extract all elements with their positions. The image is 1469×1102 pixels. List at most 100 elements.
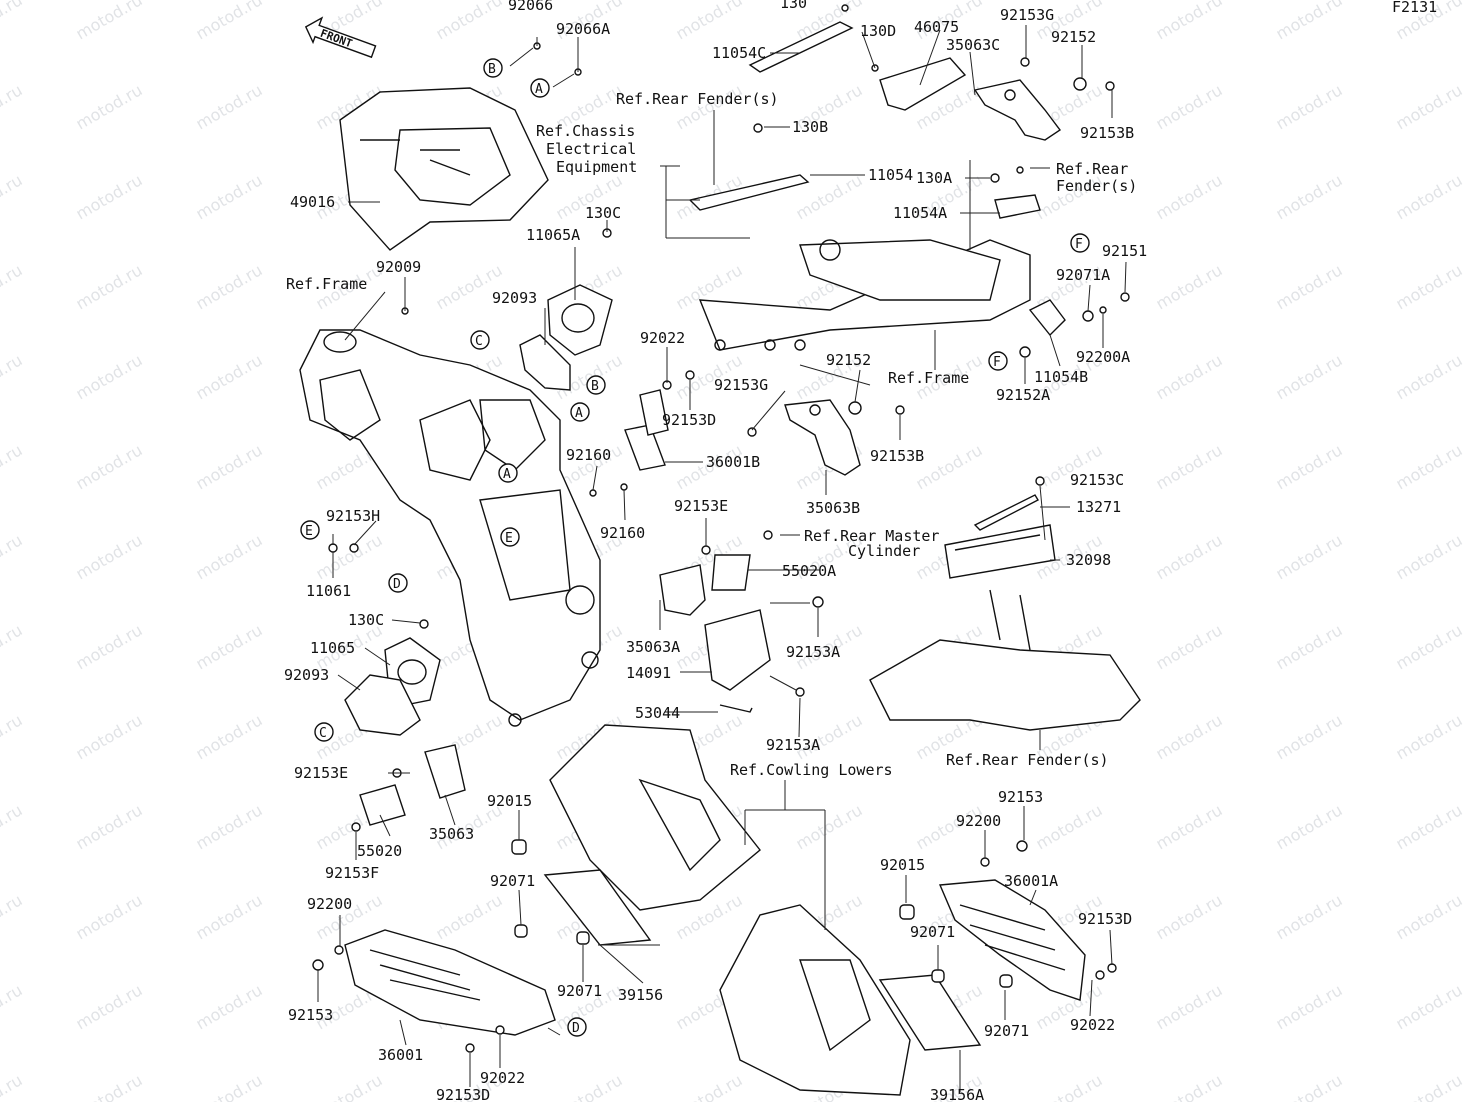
part-49016-cover (339, 87, 549, 251)
label-92153B-top: 92153B (1080, 124, 1134, 142)
leader-lines (317, 25, 1127, 1092)
svg-text:B: B (488, 62, 496, 77)
part-36001B-bracket (639, 389, 669, 436)
ref-chassis-line1: Ref.Chassis (536, 122, 635, 140)
label-92071A: 92071A (1056, 266, 1110, 284)
marker-E-2: E (500, 527, 520, 547)
label-92071-left-b: 92071 (557, 982, 602, 1000)
marker-D-1: D (388, 573, 408, 593)
part-39156A-plate (878, 974, 982, 1051)
part-55020A-guard (711, 554, 751, 591)
label-92153D-right: 92153D (1078, 910, 1132, 928)
label-92066: 92066 (508, 0, 553, 14)
part-cowling-lower-left (549, 724, 761, 911)
label-11061: 11061 (306, 582, 351, 600)
label-11065: 11065 (310, 639, 355, 657)
marker-C-1: C (470, 330, 490, 350)
part-36001-cover (344, 929, 556, 1036)
part-36001B-plate (624, 424, 666, 471)
part-main-frame (299, 329, 601, 727)
ref-frame-left: Ref.Frame (286, 275, 367, 293)
label-92153A-lower: 92153A (766, 736, 820, 754)
part-46075 (879, 57, 967, 111)
svg-text:E: E (505, 531, 513, 546)
marker-A-1: A (530, 78, 550, 98)
ref-frame-right: Ref.Frame (888, 369, 969, 387)
label-92093-upper: 92093 (492, 289, 537, 307)
marker-B-1: B (483, 58, 503, 78)
label-92071-right-b: 92071 (984, 1022, 1029, 1040)
label-92015-right: 92015 (880, 856, 925, 874)
label-36001B: 36001B (706, 453, 760, 471)
label-130: 130 (780, 0, 807, 12)
label-92152-mid: 92152 (826, 351, 871, 369)
svg-text:E: E (305, 524, 313, 539)
front-label: FRONT (318, 27, 354, 51)
label-11065A: 11065A (526, 226, 580, 244)
part-11054C-bar (748, 21, 854, 73)
marker-E-1: E (300, 520, 320, 540)
label-92153E-lower: 92153E (294, 764, 348, 782)
svg-text:F: F (1075, 237, 1083, 252)
label-92153D-upper: 92153D (662, 411, 716, 429)
label-53044: 53044 (635, 704, 680, 722)
ref-rear-fender-top: Ref.Rear Fender(s) (616, 90, 779, 108)
label-92022-upper: 92022 (640, 329, 685, 347)
label-35063: 35063 (429, 825, 474, 843)
ref-cowling-lowers: Ref.Cowling Lowers (730, 761, 893, 779)
svg-text:C: C (475, 334, 483, 349)
ref-rear-fender-right-l1: Ref.Rear (1056, 160, 1128, 178)
marker-B-2: B (586, 375, 606, 395)
svg-text:A: A (575, 406, 583, 421)
part-55020-guard (359, 784, 406, 826)
ref-rear-fender-right-l2: Fender(s) (1056, 177, 1137, 195)
label-92071-right-a: 92071 (910, 923, 955, 941)
label-92022-left: 92022 (480, 1069, 525, 1087)
part-35063B-bracket (784, 399, 861, 476)
label-39156A: 39156A (930, 1086, 984, 1102)
part-35063A-bracket (659, 564, 706, 616)
part-rear-subframe (698, 239, 1031, 351)
label-92066A: 92066A (556, 20, 610, 38)
label-92093-lower: 92093 (284, 666, 329, 684)
label-92152-top: 92152 (1051, 28, 1096, 46)
part-11054-bracket (688, 174, 810, 211)
label-92160-b: 92160 (600, 524, 645, 542)
part-92093-gasket-upper (519, 334, 571, 391)
label-11054A: 11054A (893, 204, 947, 222)
label-14091: 14091 (626, 664, 671, 682)
svg-text:D: D (393, 577, 401, 592)
label-92200-right: 92200 (956, 812, 1001, 830)
part-11065A-duct (547, 284, 613, 356)
label-46075: 46075 (914, 18, 959, 36)
reference-labels: Ref.Rear Fender(s) Ref.Chassis Electrica… (286, 90, 1137, 779)
part-92093-gasket-lower (344, 674, 421, 736)
label-130C-upper: 130C (585, 204, 621, 222)
circle-markers: B A C B A A E E D C F F D (300, 58, 1090, 1037)
label-11054: 11054 (868, 166, 913, 184)
part-32098-box (944, 524, 1056, 579)
part-36001A-cover (938, 879, 1086, 1001)
label-92153H: 92153H (326, 507, 380, 525)
label-92160-a: 92160 (566, 446, 611, 464)
marker-C-2: C (314, 722, 334, 742)
svg-text:D: D (572, 1021, 580, 1036)
ref-rear-master-l2: Cylinder (848, 542, 920, 560)
part-11054B (1028, 299, 1066, 337)
label-92153E-upper: 92153E (674, 497, 728, 515)
marker-F-1: F (1070, 233, 1090, 253)
label-11054C: 11054C (712, 44, 766, 62)
label-92152A: 92152A (996, 386, 1050, 404)
svg-text:A: A (503, 467, 511, 482)
svg-text:B: B (591, 379, 599, 394)
ref-rear-fender-bottom: Ref.Rear Fender(s) (946, 751, 1109, 769)
label-13271: 13271 (1076, 498, 1121, 516)
svg-text:A: A (535, 82, 543, 97)
label-55020: 55020 (357, 842, 402, 860)
figure-code: F2131 (1392, 0, 1437, 16)
marker-F-2: F (988, 351, 1008, 371)
label-92153G-mid: 92153G (714, 376, 768, 394)
label-92153-right: 92153 (998, 788, 1043, 806)
label-92153B-mid: 92153B (870, 447, 924, 465)
